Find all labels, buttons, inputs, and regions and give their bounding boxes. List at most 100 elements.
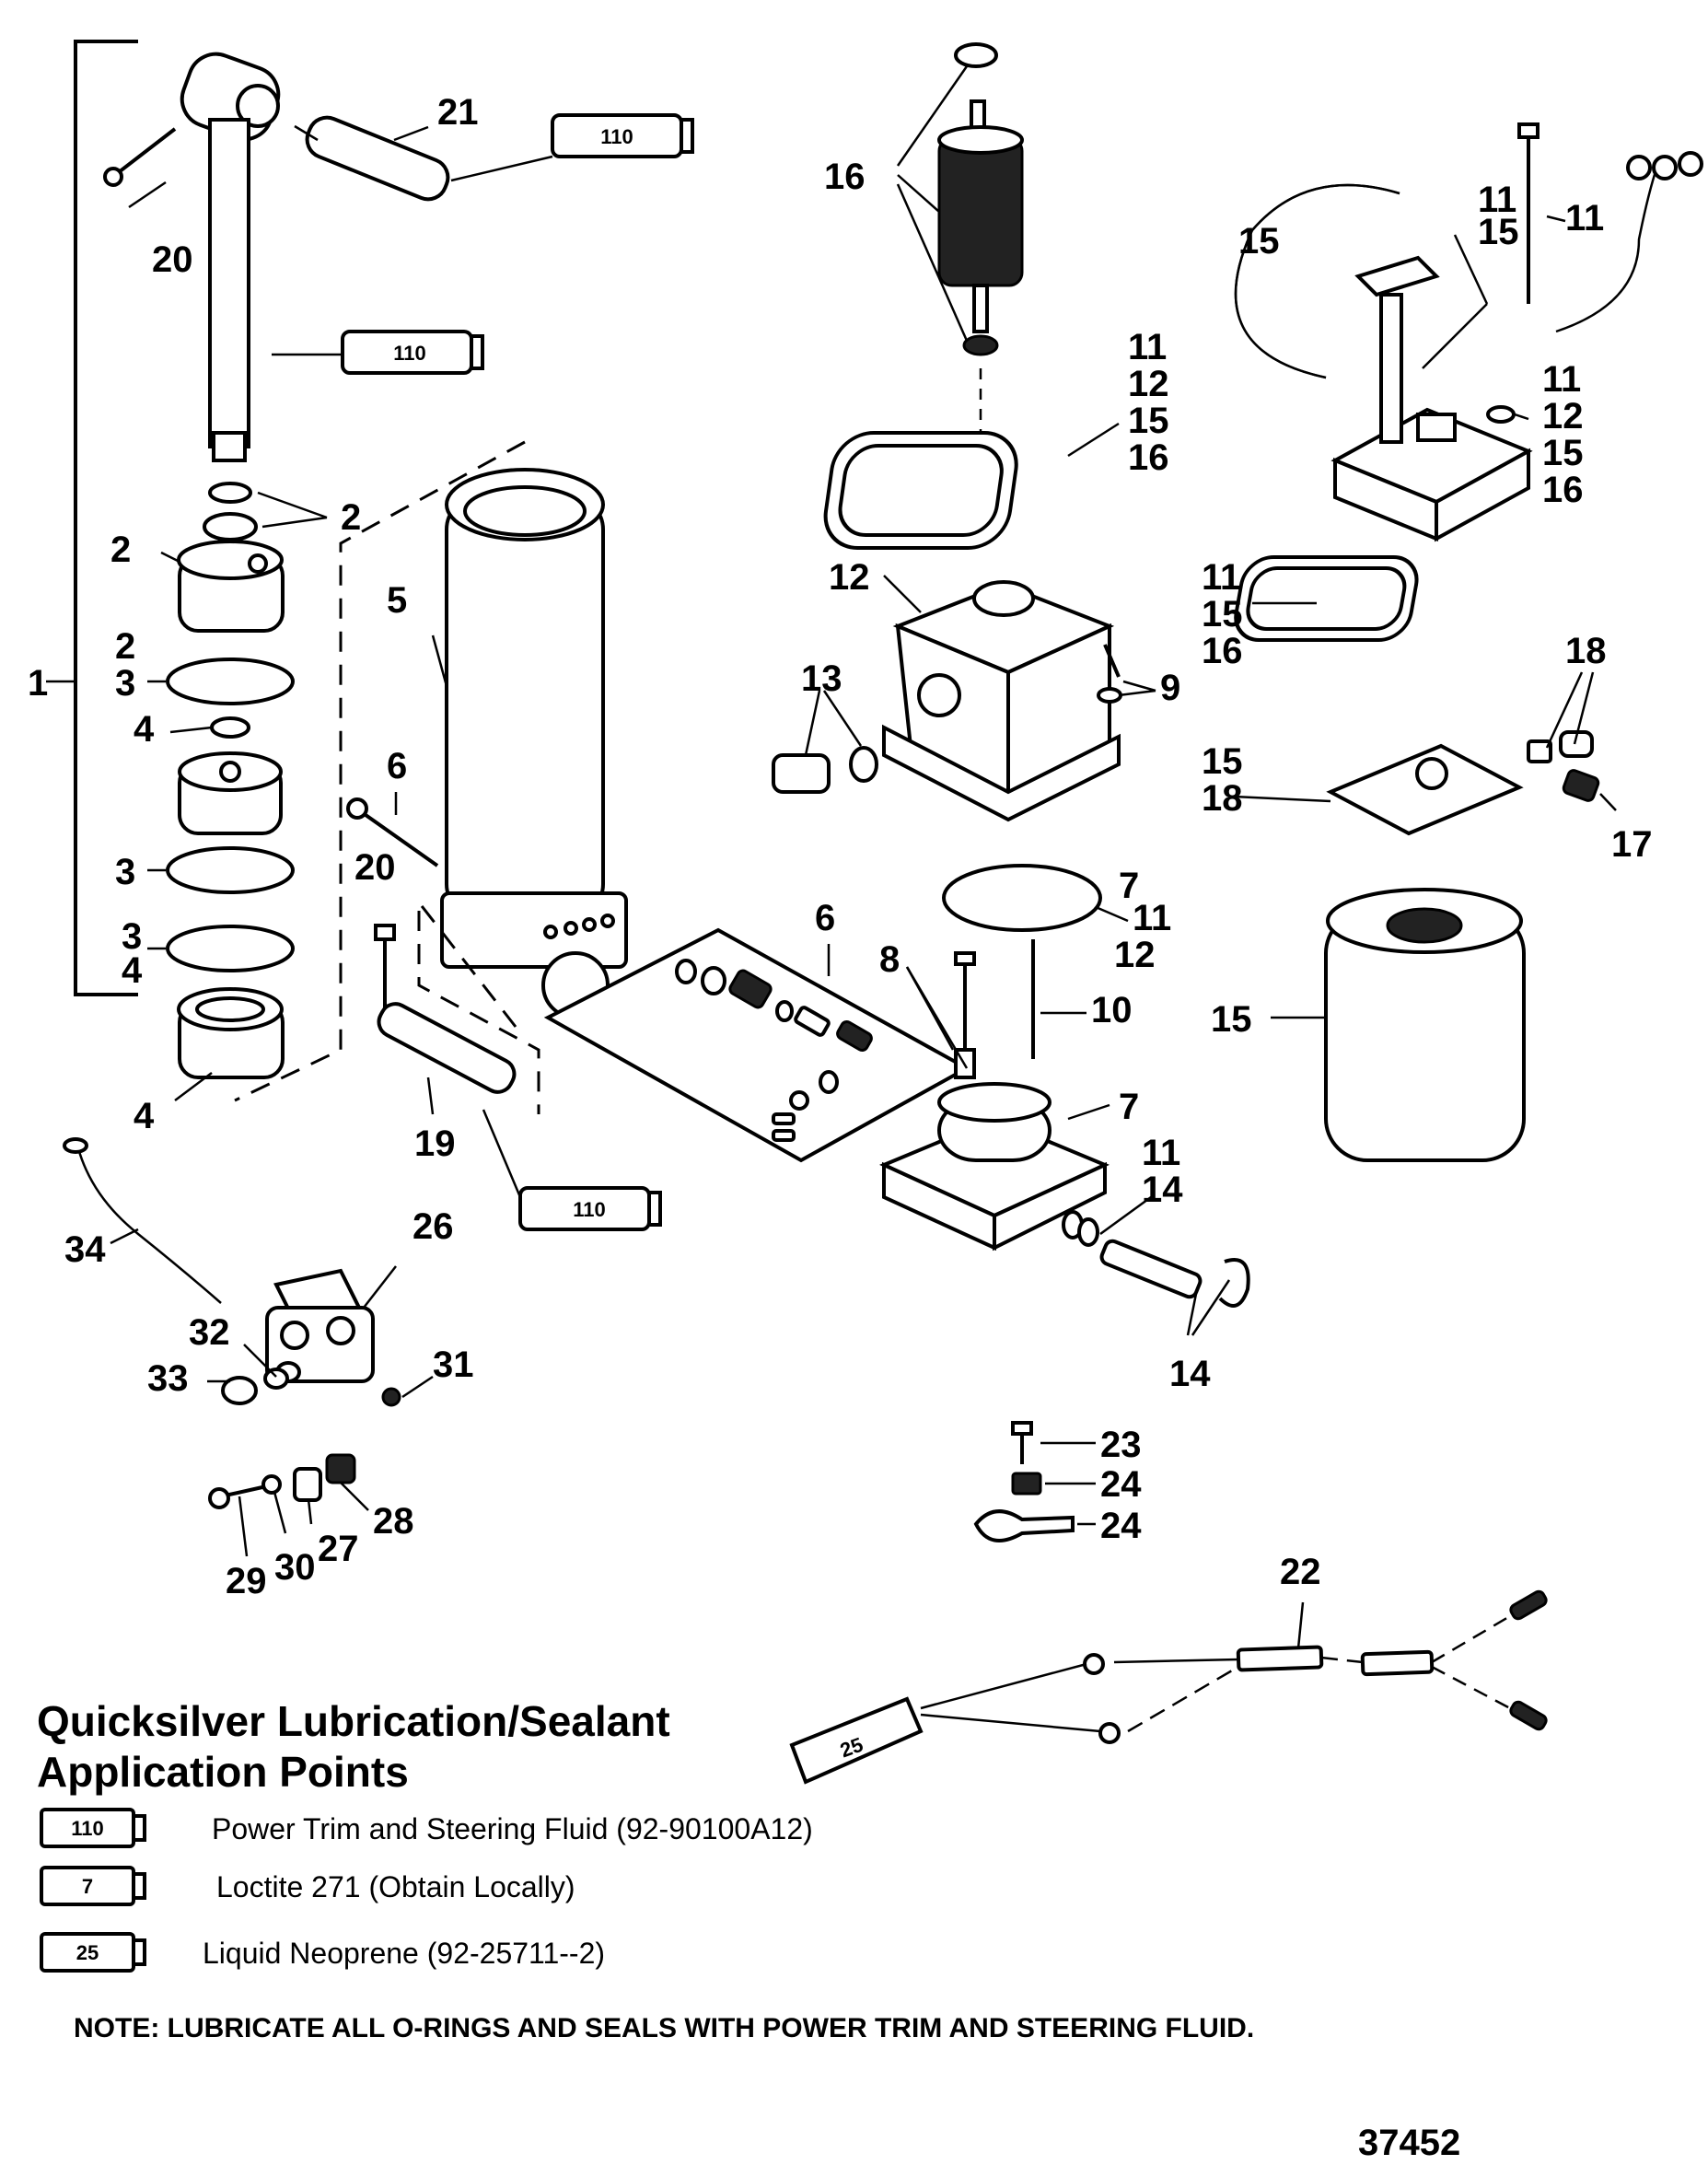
callout-2: 2 (341, 497, 361, 538)
tube-label: 110 (573, 1198, 606, 1221)
legend-code: 25 (76, 1941, 99, 1964)
callout-18: 18 (1202, 778, 1243, 819)
motor-end-cap (1234, 122, 1703, 542)
callout-34: 34 (64, 1229, 106, 1270)
legend-code: 7 (82, 1875, 93, 1898)
callout-11: 11 (1478, 180, 1516, 220)
callout-15: 15 (1128, 401, 1169, 441)
callout-20: 20 (354, 847, 396, 888)
legend-title: Quicksilver Lubrication/Sealant (37, 1697, 670, 1745)
legend-text: Power Trim and Steering Fluid (92-90100A… (212, 1812, 813, 1845)
o-ring (166, 925, 295, 972)
callout-11: 11 (1142, 1133, 1180, 1173)
callout-15: 15 (1238, 221, 1280, 262)
tube-label: 110 (600, 125, 633, 148)
callout-15: 15 (1542, 433, 1584, 473)
callout-15: 15 (1202, 594, 1243, 634)
callout-16: 16 (1542, 470, 1584, 510)
callout-19: 19 (414, 1123, 456, 1164)
callout-10: 10 (1091, 990, 1133, 1030)
lubricant-tube-icon: 110 (341, 330, 484, 375)
legend-item: 7 Loctite 271 (Obtain Locally) (40, 1866, 575, 1906)
legend-text: Loctite 271 (Obtain Locally) (216, 1870, 575, 1903)
assembly-bracket (74, 40, 138, 996)
callout-4: 4 (134, 1096, 155, 1136)
callout-16: 16 (1128, 437, 1169, 478)
callout-1: 1 (28, 663, 48, 704)
o-ring (166, 658, 295, 705)
callout-12: 12 (1128, 364, 1169, 404)
callout-16: 16 (824, 157, 866, 197)
callout-20: 20 (152, 239, 193, 280)
valve-kit (543, 927, 971, 1163)
callout-18: 18 (1565, 631, 1607, 671)
callout-3: 3 (115, 663, 135, 704)
callout-15: 15 (1211, 999, 1252, 1040)
callout-3: 3 (115, 852, 135, 892)
lubricant-tube-icon: 110 (551, 113, 694, 158)
callout-4: 4 (134, 709, 155, 750)
cylinder-pin (377, 1002, 517, 1094)
ram-assembly (46, 40, 553, 1102)
manual-release-valve (1099, 1239, 1203, 1299)
callout-6: 6 (815, 898, 835, 938)
callout-29: 29 (226, 1561, 267, 1601)
callout-2: 2 (110, 530, 131, 570)
callout-15: 15 (1478, 212, 1519, 252)
tube-label: 110 (393, 342, 426, 365)
callout-17: 17 (1611, 824, 1653, 865)
o-ring (208, 482, 252, 504)
callout-11: 11 (1542, 359, 1581, 400)
pump-base (879, 864, 1250, 1336)
callout-4: 4 (122, 950, 143, 991)
pivot-pin (305, 115, 450, 202)
callout-15: 15 (1202, 741, 1243, 782)
harness-sleeve (1236, 1645, 1324, 1672)
armature-windings (937, 136, 1024, 287)
legend-code: 110 (71, 1817, 104, 1840)
alignment-dashed-line (234, 440, 526, 1102)
legend-title: Application Points (37, 1748, 409, 1796)
trim-cylinder (346, 468, 628, 1198)
legend-item: 110 Power Trim and Steering Fluid (92-90… (40, 1808, 813, 1848)
callout-2: 2 (115, 626, 135, 667)
callout-11: 11 (1202, 557, 1240, 598)
seal (203, 512, 258, 541)
callout-32: 32 (189, 1312, 230, 1353)
callout-30: 30 (274, 1547, 316, 1588)
callout-5: 5 (387, 580, 407, 621)
cable-clamp (973, 1509, 1075, 1542)
callout-11: 11 (1128, 327, 1167, 367)
callout-labels: 1 2 2 2 3 4 3 3 4 4 5 6 6 7 7 8 9 10 11 … (28, 92, 1653, 1601)
callout-9: 9 (1160, 668, 1180, 708)
lubricant-tube-icon: 110 (518, 1186, 662, 1231)
motor-frame (1233, 671, 1617, 1162)
callout-12: 12 (1542, 396, 1584, 436)
callout-26: 26 (412, 1206, 454, 1247)
legend-text: Liquid Neoprene (92-25711--2) (203, 1937, 605, 1970)
callout-7: 7 (1119, 866, 1139, 906)
pump-reservoir (772, 575, 1156, 822)
diagram-reference-number: 37452 (1358, 2123, 1460, 2163)
o-ring (942, 864, 1102, 932)
callout-8: 8 (879, 939, 900, 980)
solenoid-assembly (63, 1137, 434, 1557)
callout-14: 14 (1142, 1170, 1183, 1210)
callout-3: 3 (122, 916, 142, 957)
legend-item: 25 Liquid Neoprene (92-25711--2) (40, 1932, 605, 1973)
callout-24: 24 (1100, 1464, 1142, 1505)
cylinder-body (445, 495, 605, 918)
callout-11: 11 (1565, 198, 1604, 239)
callout-16: 16 (1202, 631, 1243, 671)
callout-23: 23 (1100, 1425, 1142, 1465)
callout-24: 24 (1100, 1506, 1142, 1546)
lubrication-note: NOTE: LUBRICATE ALL O-RINGS AND SEALS WI… (74, 2013, 1254, 2043)
motor-armature (896, 42, 1024, 433)
callout-33: 33 (147, 1358, 189, 1399)
o-ring (210, 716, 250, 739)
callout-7: 7 (1119, 1087, 1139, 1127)
callout-22: 22 (1280, 1552, 1321, 1592)
callout-13: 13 (801, 658, 842, 699)
callout-28: 28 (373, 1501, 414, 1542)
